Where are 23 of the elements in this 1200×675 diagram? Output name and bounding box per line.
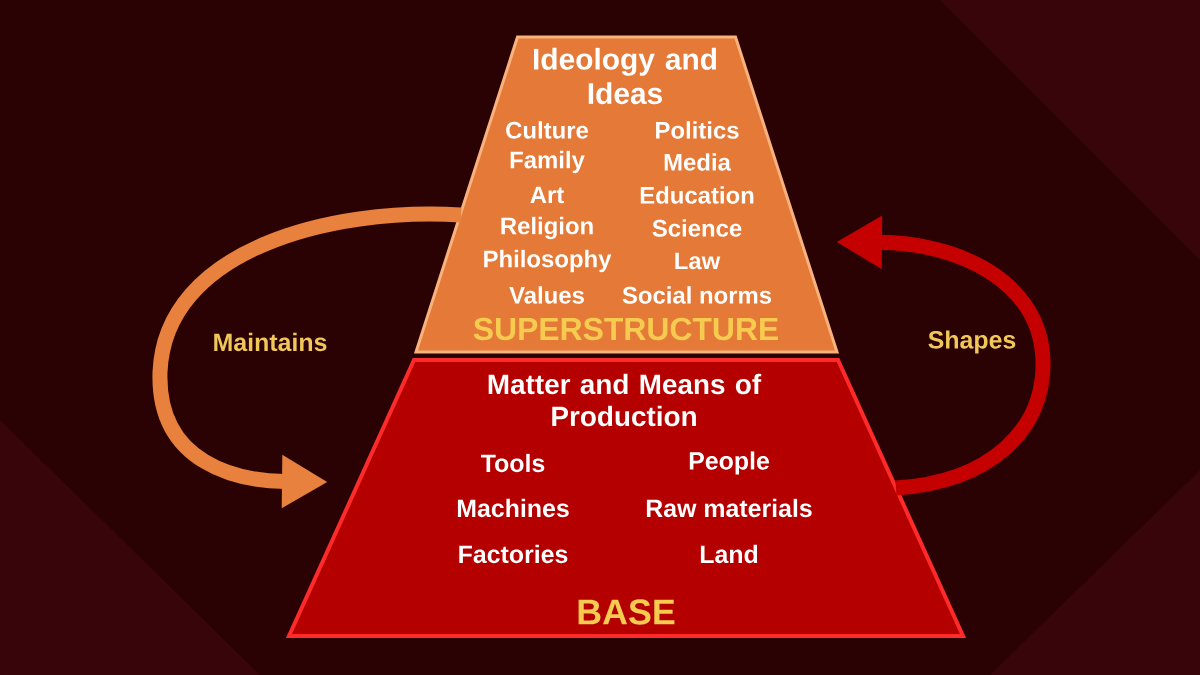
item-label: Religion	[501, 216, 593, 240]
item-label: Land	[700, 544, 758, 564]
item-label: Factories	[459, 544, 568, 564]
item-label: Education	[640, 186, 754, 204]
item-label: Media	[664, 153, 732, 171]
item-label: Philosophy	[484, 249, 612, 273]
item-label: Raw materials	[646, 498, 812, 518]
item-label: Politics	[656, 121, 739, 139]
item-label: Science	[652, 219, 742, 237]
item-label: People	[689, 451, 769, 475]
tier-title: BASE	[578, 599, 675, 625]
item-label: Social norms	[622, 286, 772, 304]
item-label: Tools	[481, 453, 545, 473]
tier-title: SUPERSTRUCTURE	[473, 317, 778, 341]
item-label: Values	[509, 286, 584, 304]
item-label: Law	[675, 252, 721, 270]
item-label: Machines	[457, 498, 569, 518]
heading: Matter and Means of Production	[488, 373, 762, 427]
heading: Ideology and Ideas	[534, 47, 717, 105]
item-label: Art	[530, 186, 564, 204]
item-label: Family	[510, 150, 585, 174]
edge-label: Shapes	[925, 328, 1019, 356]
item-label: Culture	[506, 121, 589, 139]
